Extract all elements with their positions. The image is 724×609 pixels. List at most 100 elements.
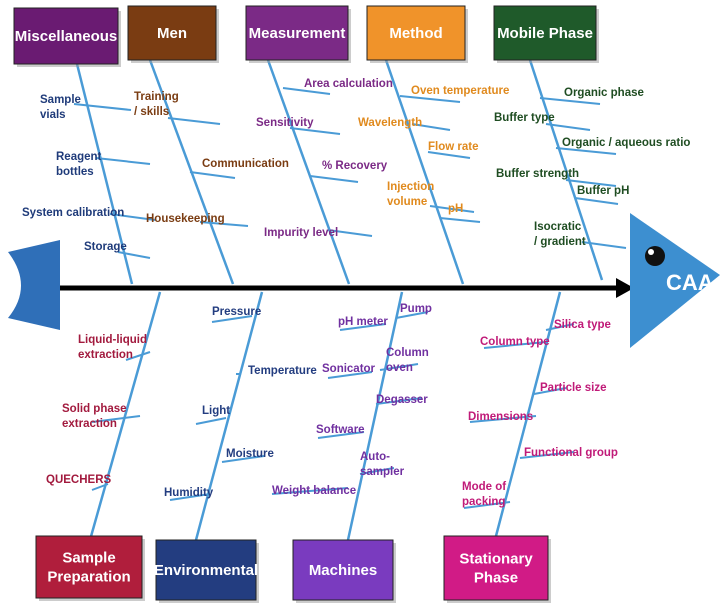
misc-cause-label: System calibration	[22, 207, 124, 219]
misc-cause-tick	[95, 157, 151, 165]
sample-bone	[88, 291, 162, 541]
sample-category-label: Preparation	[47, 569, 130, 586]
mobile-cause-tick	[581, 241, 627, 249]
misc-cause-tick	[117, 251, 151, 259]
sample-category-label: Sample	[62, 550, 115, 567]
method-cause-tick	[439, 217, 481, 223]
men-cause-tick	[199, 221, 249, 227]
method-cause-label: Oven temperature	[411, 85, 509, 97]
machines-cause-label: pH meter	[338, 316, 388, 328]
mobile-cause-tick	[574, 197, 619, 205]
machines-category-label: Machines	[309, 562, 377, 579]
measurement-cause-tick	[289, 127, 341, 135]
stationary-cause-tick	[519, 451, 575, 459]
machines-cause-label: Sonicator	[322, 363, 376, 375]
mobile-cause-label: Buffer pH	[577, 185, 629, 197]
environmental-cause-label: Temperature	[248, 365, 317, 377]
environmental-category-label: Environmental	[154, 562, 258, 579]
stationary-category-box	[443, 535, 549, 601]
machines-bone	[346, 291, 404, 541]
misc-category-box	[13, 7, 119, 65]
stationary-category-label: Phase	[474, 570, 518, 587]
sample-cause-label: extraction	[78, 349, 133, 361]
machines-cause-tick	[375, 397, 423, 405]
misc-bone	[75, 63, 134, 285]
mobile-cause-tick	[539, 97, 601, 105]
stationary-cause-label: Silica type	[554, 319, 611, 331]
machines-cause-tick	[317, 431, 365, 439]
men-cause-label: Housekeeping	[146, 213, 225, 225]
stationary-cause-tick	[463, 501, 511, 509]
sample-cause-tick	[91, 483, 109, 491]
method-cause-label: Flow rate	[428, 141, 478, 153]
machines-cause-label: sampler	[360, 466, 405, 478]
measurement-cause-label: Impurity level	[264, 227, 338, 239]
machines-cause-tick	[359, 467, 395, 475]
environmental-category-box	[155, 539, 257, 601]
machines-cause-label: Degasser	[376, 394, 428, 406]
machines-cause-label: Pump	[400, 303, 432, 315]
misc-category-label: Miscellaneous	[15, 28, 118, 45]
misc-cause-label: Storage	[84, 241, 127, 253]
method-cause-label: Injection	[387, 181, 434, 193]
men-category-label: Men	[157, 25, 187, 42]
stationary-cause-tick	[483, 341, 547, 349]
environmental-cause-tick	[211, 315, 253, 323]
mobile-cause-tick	[545, 123, 591, 131]
stationary-cause-tick	[545, 323, 575, 331]
mobile-cause-label: Buffer strength	[496, 168, 579, 180]
machines-cause-tick	[339, 323, 387, 331]
sample-cause-label: Liquid-liquid	[78, 334, 147, 346]
men-cause-label: Training	[134, 91, 179, 103]
stationary-cause-tick	[469, 415, 537, 423]
stationary-bone	[494, 291, 562, 537]
measurement-cause-tick	[282, 87, 331, 95]
measurement-cause-tick	[309, 175, 359, 183]
method-cause-tick	[427, 151, 471, 159]
stationary-cause-label: Particle size	[540, 382, 606, 394]
machines-cause-label: oven	[386, 362, 413, 374]
measurement-category-box	[245, 5, 349, 61]
sample-cause-label: QUECHERS	[46, 474, 112, 486]
misc-cause-label: Reagent	[56, 151, 102, 163]
measurement-cause-label: Sensitivity	[256, 117, 314, 129]
measurement-cause-tick	[327, 229, 373, 237]
effect-label: CAA	[666, 270, 714, 295]
environmental-cause-label: Moisture	[226, 448, 274, 460]
mobile-cause-label: / gradient	[534, 236, 586, 248]
fish-eye	[645, 246, 665, 266]
machines-cause-label: Software	[316, 424, 365, 436]
method-cause-tick	[399, 95, 461, 103]
sample-cause-tick	[91, 415, 141, 423]
sample-cause-tick	[125, 351, 151, 361]
method-cause-label: Wavelength	[358, 117, 422, 129]
machines-category-box	[292, 539, 394, 601]
environmental-cause-label: Humidity	[164, 487, 214, 499]
environmental-cause-tick	[169, 493, 211, 501]
stationary-category-label: Stationary	[459, 551, 533, 568]
mobile-cause-label: Organic phase	[564, 87, 644, 99]
environmental-cause-label: Light	[202, 405, 230, 417]
stationary-cause-label: Column type	[480, 336, 550, 348]
method-cause-tick	[429, 205, 475, 213]
bones-layer	[73, 59, 627, 541]
mobile-cause-tick	[565, 179, 617, 187]
men-cause-tick	[189, 171, 236, 179]
mobile-category-box	[493, 5, 597, 61]
method-bone	[384, 59, 465, 285]
method-category-box	[366, 5, 466, 61]
stationary-cause-label: Dimensions	[468, 411, 533, 423]
misc-cause-label: bottles	[56, 166, 94, 178]
method-cause-label: volume	[387, 196, 427, 208]
machines-cause-label: Column	[386, 347, 429, 359]
fish-eye-highlight	[648, 249, 654, 255]
method-cause-tick	[411, 123, 451, 131]
mobile-cause-label: Isocratic	[534, 221, 582, 233]
stationary-cause-label: packing	[462, 496, 505, 508]
machines-cause-tick	[271, 487, 349, 495]
misc-cause-label: vials	[40, 109, 66, 121]
